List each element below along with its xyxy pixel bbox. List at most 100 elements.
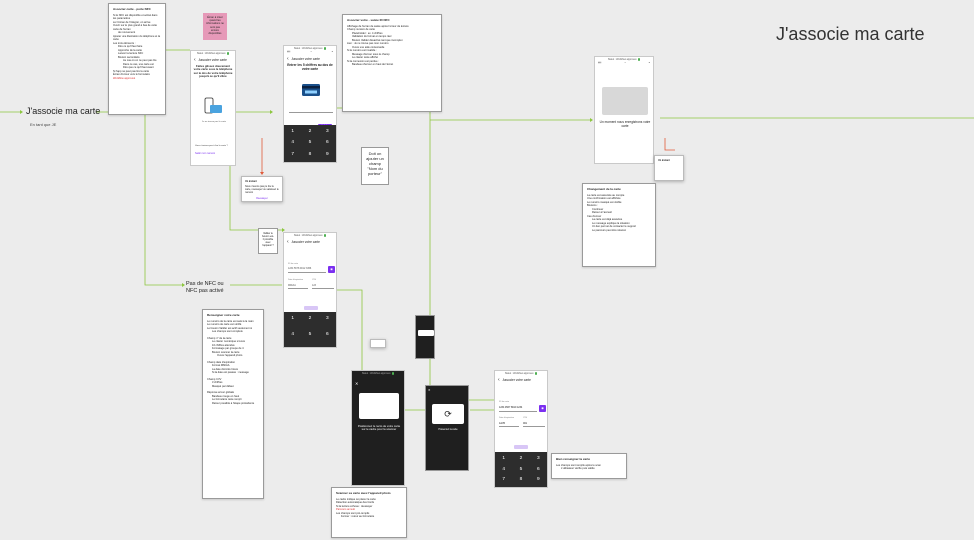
key-6[interactable]: 6 [325,140,329,146]
note-nfc: Associer carte - porte NFC Si le NFC est… [108,3,166,115]
nfc-caption: Je ne trouve pas la carte [202,121,226,123]
note-title: Scanner sa carte avec l'appareil photo [336,491,391,495]
screen-title: Associer votre carte [198,58,227,62]
note-line: Si l'app ne peut pas lire la carte [113,69,150,73]
note-line: Détection automatique des bords [336,501,375,504]
note-line: L'utilisateur vérifie puis valide [561,467,595,470]
exp-input[interactable]: 12/25 [499,422,519,427]
key-2[interactable]: 2 [308,129,312,134]
note-line: Les trois éléments : [113,41,136,45]
modal-retry-button[interactable]: Réessayer [256,197,268,200]
note-line: Fermer : retour au formulaire [341,515,375,518]
note-line: Ouvre l'appareil photo [217,354,243,357]
note-line: Le clavier numérique s'ouvre [212,340,246,343]
note-line: Le bouton Valider est actif seulement si [207,326,253,330]
key-1[interactable]: 1 [291,316,294,321]
note-line: Si la lecture échoue : réessayer [336,504,373,508]
no-nfc-label-1: Pas de NFC ou [186,281,224,287]
card-number-input[interactable]: 1234 4567 8910 1234 [499,406,537,412]
note-line: Réponse erreur globale [207,391,235,394]
key-1[interactable]: 1 [291,129,294,134]
key-8[interactable]: 8 [519,477,523,483]
note-bien-renseigner: Bien renseigner la carte Les champs sont… [551,453,627,479]
success-text: Un moment nous enregistrons votre carte [599,120,651,128]
key-6[interactable]: 6 [536,466,540,472]
card-number-label: N° de carte [499,401,510,403]
note-line: Cas d'erreur [587,214,602,218]
cvv-input[interactable]: 123 [312,284,334,289]
note-line: Retour à l'accueil [592,211,612,214]
key-9[interactable]: 9 [536,477,540,483]
note-line: Dans ce cas, une carte est [123,62,154,66]
key-2[interactable]: 2 [308,316,312,321]
scan-frame [359,393,399,419]
nfc-instruction: Faites glissez doucement votre carte sou… [193,64,233,78]
note-line: Bandeau rouge en haut [212,394,240,398]
note-line: Si le numéro est invalide : [347,49,377,52]
key-5[interactable]: 5 [308,140,312,146]
key-9[interactable]: 9 [325,151,329,157]
key-7[interactable]: 7 [291,151,294,157]
note-line: Lien : Je ne trouve pas mon numéro [347,42,389,45]
key-3[interactable]: 3 [325,129,329,134]
note-line: Lancer la lecture NFC [118,52,144,55]
back-icon[interactable]: ‹ [498,376,500,383]
screen-form-filled: Statut : Workflow approuvé ‹Associer vot… [494,370,548,488]
camera-icon[interactable]: ◉ [539,405,546,412]
back-icon[interactable]: ‹ [287,238,289,245]
note-line: Ouvrir sur le plus grand à bas de cette … [113,24,157,31]
note-line: Si la connexion est perdue : [347,59,380,63]
valider-button-disabled[interactable] [304,306,318,310]
note-line: Écran d'erreur vers le formulaire [113,73,150,76]
note-line: Si la date est passée : message [212,371,249,374]
back-icon[interactable]: ‹ [194,56,196,63]
note-line: Message d'erreur sous le champ [352,52,390,56]
status-bar: Statut : Workflow approuvé [595,57,653,61]
screen-nfc: Statut : Workflow approuvé ‹Associer vot… [190,50,236,166]
key-7[interactable]: 7 [502,477,505,483]
card-number-input[interactable]: 1234 5678 9012 3456 [288,267,326,273]
note-title: Associer carte - porte NFC [113,7,151,11]
connector-form-to-scan [336,289,363,380]
key-3[interactable]: 3 [325,316,329,321]
scan-progress-text: Présentez la carte [438,428,458,431]
close-icon[interactable]: ✕ [428,388,431,392]
enter-number-link[interactable]: Saisir mon numéro [195,152,216,155]
card-number-label: N° de carte [288,263,299,265]
key-8[interactable]: 8 [308,151,312,157]
key-4[interactable]: 4 [291,332,294,337]
exp-input[interactable]: MM/AA [288,284,308,289]
note-line: Le parcours peut être relancé [592,228,626,232]
screen-scan-progress: ✕ ⟳ Présentez la carte [425,385,469,471]
valider-button-disabled[interactable] [514,445,528,449]
key-2[interactable]: 2 [519,456,523,461]
numeric-keypad: 1 2 3 4 5 6 [284,312,336,347]
system-bar: ▮▮▮●■ [287,51,333,53]
exp-label: Date d'expiration [499,417,514,419]
camera-icon[interactable]: ◉ [328,266,335,273]
note-line: Bouton secondaire [118,55,140,59]
key-6[interactable]: 6 [325,332,329,337]
note-line: Le message explique la situation [592,221,630,225]
key-5[interactable]: 5 [308,332,312,337]
cvv-input[interactable]: 001 [523,422,545,427]
note-line: Au cas où on ne peut pas lire [123,59,157,62]
note-title: Changement de la carte [587,187,621,191]
note-line: Masqué par défaut [212,384,234,388]
note-renseigner: Renseigner votre carte Le numéro de la c… [202,309,264,499]
close-icon[interactable]: ✕ [355,381,359,386]
note-line: Le numéro masqué est visible [587,200,622,204]
cvv-label: CVV [523,417,528,419]
card-digits-input[interactable] [289,106,333,113]
key-4[interactable]: 4 [291,140,294,146]
key-5[interactable]: 5 [519,466,523,472]
screen-header: ‹Associer votre carte [284,54,336,64]
error-modal: Un instant Nous n'avons pas pu lire la c… [241,176,283,202]
key-3[interactable]: 3 [536,456,540,461]
key-4[interactable]: 4 [502,466,505,472]
comment-nom-porteur: Doit on ajouter un champ "Nom du porteur… [361,147,389,185]
note-line: Bandeau d'erreur en haut de l'écran [352,63,394,66]
key-1[interactable]: 1 [502,456,505,461]
back-icon[interactable]: ‹ [287,55,289,62]
entry-sub: En tant que JE [30,122,57,127]
